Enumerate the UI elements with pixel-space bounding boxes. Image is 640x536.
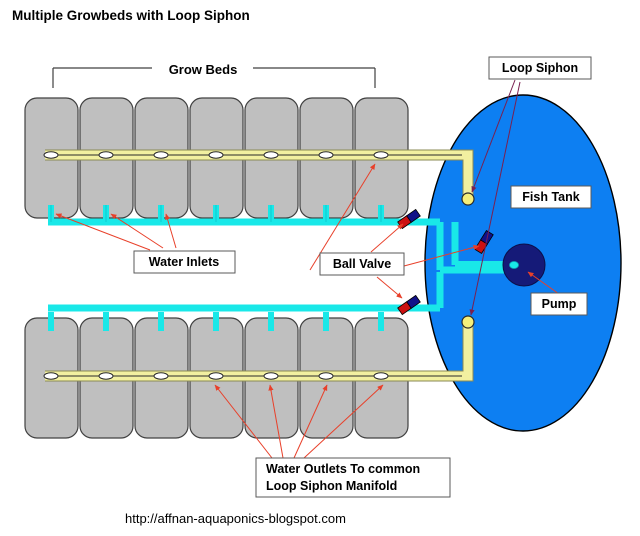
loop-siphon-outlet-bottom <box>461 315 475 329</box>
water-inlets-label: Water Inlets <box>149 255 219 269</box>
source-url: http://affnan-aquaponics-blogspot.com <box>125 511 346 526</box>
water-outlets-label-line2: Loop Siphon Manifold <box>266 479 397 493</box>
pump-label: Pump <box>542 297 577 311</box>
callout-water-inlets: Water Inlets <box>133 250 236 274</box>
callout-fish-tank: Fish Tank <box>510 185 592 209</box>
water-inlet-arrows <box>55 213 177 251</box>
pump-arrow <box>527 271 560 295</box>
grow-beds-bracket <box>52 67 376 88</box>
yellow-outlet-pipe-bottom <box>43 315 475 382</box>
loop-siphon-pointers <box>469 79 521 316</box>
fish-tank-label: Fish Tank <box>522 190 579 204</box>
pump-group <box>502 243 546 287</box>
ball-valve-arrows <box>370 223 480 299</box>
pump-inlet-port <box>509 261 519 269</box>
water-outlet-arrows <box>214 384 384 459</box>
cyan-inlet-manifold-top <box>48 205 512 274</box>
callout-loop-siphon: Loop Siphon <box>488 56 592 80</box>
callout-water-outlets: Water Outlets To common Loop Siphon Mani… <box>255 457 451 498</box>
cyan-inlet-manifold-bottom <box>48 272 444 331</box>
yellow-outlet-pipe-top <box>43 149 475 206</box>
grow-beds-label: Grow Beds <box>169 62 238 77</box>
ball-valve-label: Ball Valve <box>333 257 391 271</box>
top-outlet-arrow <box>309 163 376 271</box>
callout-pump: Pump <box>530 292 588 316</box>
page-title: Multiple Growbeds with Loop Siphon <box>12 8 250 23</box>
pump-body <box>502 243 546 287</box>
ball-valve-2 <box>397 294 421 316</box>
loop-siphon-outlet-top <box>461 192 475 206</box>
loop-siphon-label: Loop Siphon <box>502 61 578 75</box>
callout-ball-valve: Ball Valve <box>319 252 405 276</box>
water-outlets-label-line1: Water Outlets To common <box>266 462 420 476</box>
